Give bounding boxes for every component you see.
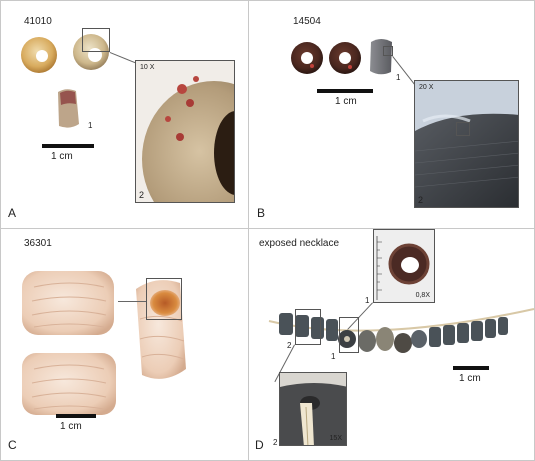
panel-d-sample-id: exposed necklace	[259, 238, 340, 249]
panel-b-letter: B	[257, 206, 266, 220]
panel-d-letter: D	[255, 438, 264, 452]
panel-c-scale-label: 1 cm	[60, 421, 82, 432]
panel-a-scale-bar	[42, 144, 94, 148]
panel-d-selection-box-2	[295, 309, 321, 345]
panel-b-scale-bar	[317, 89, 373, 93]
panel-d-bead-1-label: 1	[331, 352, 336, 361]
panel-a-sample-id: 41010	[24, 16, 52, 27]
panel-b: 14504 1 1 cm	[249, 0, 535, 228]
panel-b-zoom-photo	[415, 81, 518, 207]
panel-d-inset-1: 0,8X	[373, 229, 435, 303]
panel-c-letter: C	[8, 438, 17, 452]
panel-d-inset-2-label: 2	[273, 438, 278, 447]
panel-c: 36301 1 cm C	[0, 229, 248, 461]
horizontal-divider	[0, 228, 535, 229]
panel-d-inset-1-photo	[374, 230, 434, 302]
panel-b-side-bead-label: 1	[396, 73, 401, 82]
panel-b-sample-id: 14504	[293, 16, 321, 27]
panel-b-selection-box	[383, 46, 393, 56]
panel-d-necklace-photo	[268, 308, 535, 353]
panel-d-selection-box-1	[339, 317, 359, 353]
panel-c-beads-photo	[22, 271, 186, 415]
vertical-divider	[248, 0, 249, 461]
panel-b-zoom-label: 2	[418, 195, 424, 205]
panel-a-selection-box	[82, 28, 110, 52]
panel-b-zoom-magnification: 20 X	[419, 84, 434, 91]
panel-b-zoom-selection-box	[456, 122, 470, 136]
panel-d-inset-2: 15X	[279, 372, 347, 446]
panel-b-beads-photo	[291, 39, 392, 75]
panel-d: exposed necklace 0,8X 1	[249, 229, 535, 461]
panel-d-inset-1-label: 1	[365, 296, 370, 305]
panel-a-zoom-inset: 10 X 2	[135, 60, 235, 203]
panel-d-scale-label: 1 cm	[459, 373, 481, 384]
panel-a-side-bead-label: 1	[88, 121, 93, 130]
panel-c-connector-line	[118, 301, 146, 302]
panel-a-scale-label: 1 cm	[51, 151, 73, 162]
panel-b-scale-label: 1 cm	[335, 96, 357, 107]
panel-d-inset-2-magnification: 15X	[329, 435, 342, 442]
panel-a-letter: A	[8, 206, 17, 220]
panel-a: 41010	[0, 0, 248, 228]
panel-c-selection-box	[146, 278, 182, 320]
panel-d-inset-1-magnification: 0,8X	[415, 292, 430, 299]
panel-c-scale-bar	[56, 414, 96, 418]
panel-a-zoom-label: 2	[139, 190, 145, 200]
panel-c-sample-id: 36301	[24, 238, 52, 249]
panel-a-zoom-magnification: 10 X	[140, 64, 155, 71]
panel-d-bead-2-label: 2	[287, 341, 292, 350]
panel-a-zoom-photo	[136, 61, 234, 202]
panel-d-scale-bar	[453, 366, 489, 370]
panel-b-zoom-inset: 20 X 2	[414, 80, 519, 208]
panel-d-inset-2-photo	[280, 373, 346, 445]
